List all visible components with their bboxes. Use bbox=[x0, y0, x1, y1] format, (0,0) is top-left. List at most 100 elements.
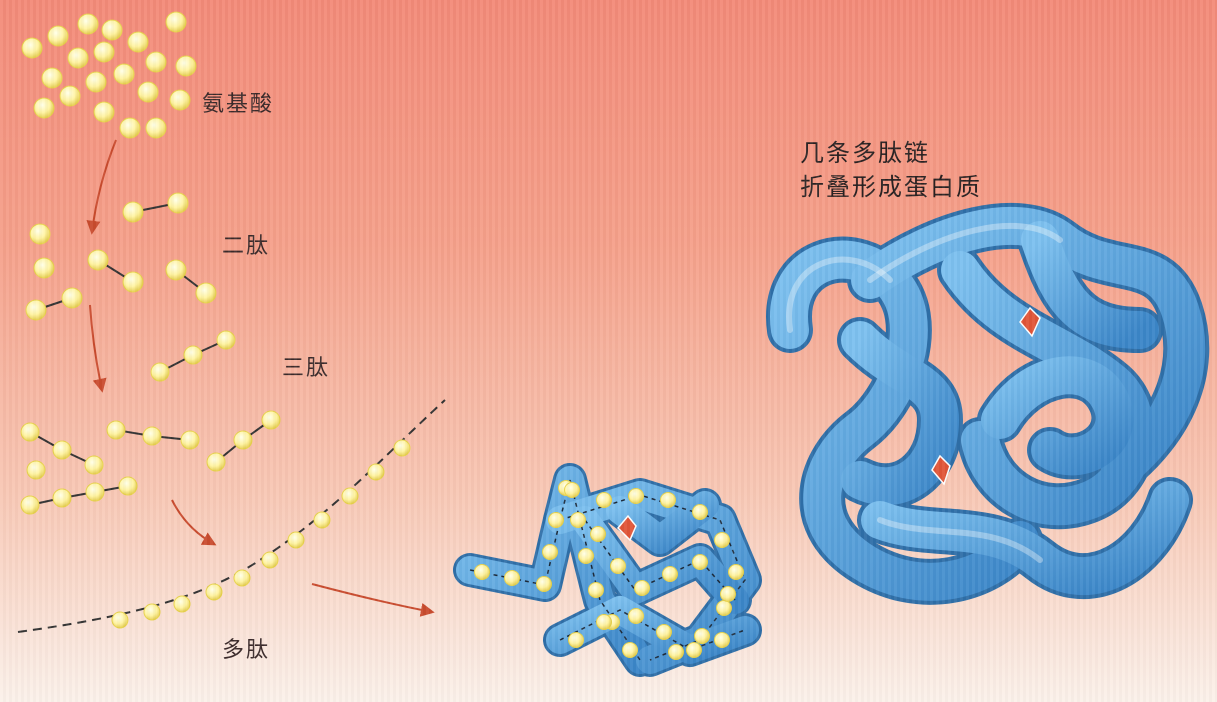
polypeptide-label: 多肽 bbox=[222, 638, 271, 663]
amino-acid bbox=[142, 426, 162, 446]
amino-acid bbox=[165, 259, 187, 281]
amino-acid bbox=[150, 362, 170, 382]
amino-acid bbox=[564, 482, 580, 498]
amino-acid bbox=[175, 55, 197, 77]
amino-acid bbox=[596, 614, 612, 630]
amino-acid bbox=[137, 81, 159, 103]
amino-acid bbox=[205, 583, 223, 601]
amino-acid bbox=[113, 63, 135, 85]
polypeptide-chain bbox=[17, 399, 446, 633]
amino-acid bbox=[85, 71, 107, 93]
amino-acid bbox=[261, 551, 279, 569]
amino-acid bbox=[122, 271, 144, 293]
amino-acid bbox=[692, 504, 708, 520]
amino-acid bbox=[728, 564, 744, 580]
amino-acid bbox=[206, 452, 226, 472]
amino-acid bbox=[47, 25, 69, 47]
amino-acid bbox=[588, 582, 604, 598]
amino-acid bbox=[33, 257, 55, 279]
amino-acid bbox=[313, 511, 331, 529]
amino-acid bbox=[662, 566, 678, 582]
amino-acid bbox=[25, 299, 47, 321]
amino-acid bbox=[568, 632, 584, 648]
amino-acid bbox=[26, 460, 46, 480]
amino-acid bbox=[233, 569, 251, 587]
amino-acid bbox=[93, 101, 115, 123]
amino-acid bbox=[536, 576, 552, 592]
amino-acid bbox=[122, 201, 144, 223]
amino-acid bbox=[93, 41, 115, 63]
amino-acid bbox=[668, 644, 684, 660]
amino-acid bbox=[106, 420, 126, 440]
amino-acid bbox=[87, 249, 109, 271]
amino-acid bbox=[21, 37, 43, 59]
amino-acid bbox=[20, 422, 40, 442]
amino-acid bbox=[570, 512, 586, 528]
amino-acid bbox=[660, 492, 676, 508]
tripeptide-label: 三肽 bbox=[282, 356, 331, 381]
amino-acid bbox=[714, 632, 730, 648]
amino-acid bbox=[474, 564, 490, 580]
dipeptides bbox=[25, 192, 217, 321]
amino-acid bbox=[195, 282, 217, 304]
amino-acid bbox=[59, 85, 81, 107]
amino-acid bbox=[118, 476, 138, 496]
amino-acid bbox=[127, 31, 149, 53]
amino-acid bbox=[686, 642, 702, 658]
amino-acid bbox=[167, 192, 189, 214]
amino-acid bbox=[173, 595, 191, 613]
amino-acid bbox=[578, 548, 594, 564]
amino-acid bbox=[216, 330, 236, 350]
folded-polypeptide bbox=[453, 463, 762, 677]
amino-acid bbox=[694, 628, 710, 644]
amino-acid bbox=[692, 554, 708, 570]
amino-acid bbox=[393, 439, 411, 457]
amino-acid bbox=[67, 47, 89, 69]
amino-acid bbox=[367, 463, 385, 481]
process-arrows bbox=[86, 139, 435, 617]
amino-acid bbox=[622, 642, 638, 658]
amino-acid bbox=[504, 570, 520, 586]
amino-acid bbox=[145, 51, 167, 73]
amino-acid bbox=[101, 19, 123, 41]
amino-acid bbox=[183, 345, 203, 365]
dipeptide-label: 二肽 bbox=[222, 234, 271, 259]
amino-acid bbox=[656, 624, 672, 640]
amino-acid bbox=[180, 430, 200, 450]
amino-acid bbox=[634, 580, 650, 596]
amino-acid bbox=[52, 440, 72, 460]
amino-acid bbox=[233, 430, 253, 450]
amino-acid bbox=[261, 410, 281, 430]
protein-caption: 几条多肽链 折叠形成蛋白质 bbox=[800, 136, 982, 204]
amino-acid bbox=[84, 455, 104, 475]
amino-acid bbox=[143, 603, 161, 621]
free-amino-acids bbox=[21, 11, 197, 139]
amino-acid bbox=[145, 117, 167, 139]
amino-acid bbox=[628, 488, 644, 504]
amino-acid bbox=[610, 558, 626, 574]
amino-acid bbox=[20, 495, 40, 515]
amino-acid bbox=[119, 117, 141, 139]
amino-acid bbox=[720, 586, 736, 602]
amino-acid bbox=[165, 11, 187, 33]
amino-acid bbox=[77, 13, 99, 35]
amino-acid-label: 氨基酸 bbox=[202, 92, 275, 117]
amino-acid bbox=[714, 532, 730, 548]
amino-acid bbox=[287, 531, 305, 549]
amino-acid bbox=[341, 487, 359, 505]
amino-acid bbox=[33, 97, 55, 119]
amino-acid bbox=[590, 526, 606, 542]
amino-acid bbox=[61, 287, 83, 309]
amino-acid bbox=[548, 512, 564, 528]
tripeptides bbox=[20, 330, 281, 515]
amino-acid bbox=[41, 67, 63, 89]
amino-acid bbox=[111, 611, 129, 629]
amino-acid bbox=[628, 608, 644, 624]
protein-caption-line2: 折叠形成蛋白质 bbox=[800, 173, 982, 201]
folded-protein bbox=[766, 202, 1210, 605]
amino-acid bbox=[52, 488, 72, 508]
amino-acid bbox=[169, 89, 191, 111]
amino-acid bbox=[542, 544, 558, 560]
